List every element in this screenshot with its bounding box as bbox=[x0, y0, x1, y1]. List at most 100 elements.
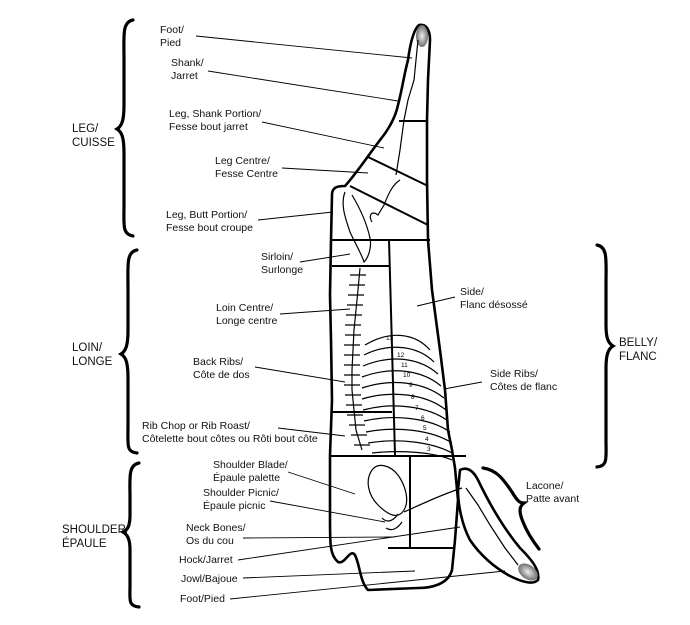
scapula bbox=[367, 464, 408, 517]
label-rib-chop-fr: Côtelette bout côtes ou Rôti bout côte bbox=[142, 433, 318, 445]
rib-number: 3 bbox=[427, 446, 431, 453]
label-back-ribs-fr: Côte de dos bbox=[193, 369, 250, 381]
label-shoulder-foot: Foot/Pied bbox=[180, 593, 225, 606]
label-leg-shank-en: Shank/ bbox=[171, 57, 204, 69]
leader-shoulder-picnic bbox=[269, 500, 386, 523]
rib-number: 4 bbox=[425, 436, 429, 443]
label-leg-butt-portion-en: Leg, Butt Portion/ bbox=[166, 209, 248, 221]
label-shoulder-foot-text: Foot/Pied bbox=[180, 593, 225, 605]
label-shoulder-picnic-en: Shoulder Picnic/ bbox=[203, 487, 279, 499]
div-leg-shank bbox=[367, 156, 429, 187]
label-loin-centre-fr: Longe centre bbox=[216, 315, 278, 327]
leader-leg-centre bbox=[281, 167, 369, 174]
group-shoulder-en: SHOULDER/ bbox=[62, 524, 130, 536]
label-loin-centre: Loin Centre/ Longe centre bbox=[216, 302, 277, 328]
label-lacone-en: Lacone/ bbox=[526, 480, 564, 492]
label-leg-shank-portion: Leg, Shank Portion/ Fesse bout jarret bbox=[169, 108, 261, 134]
label-sirloin: Sirloin/ Surlonge bbox=[261, 251, 303, 277]
rib-number: 10 bbox=[403, 372, 411, 379]
label-shoulder-blade-fr: Épaule palette bbox=[213, 472, 281, 484]
label-leg-centre-fr: Fesse Centre bbox=[215, 168, 279, 180]
label-neck-bones: Neck Bones/ Os du cou bbox=[186, 522, 246, 548]
label-rib-chop: Rib Chop or Rib Roast/ Côtelette bout cô… bbox=[142, 420, 318, 446]
div-leg-centre bbox=[349, 185, 429, 226]
label-lacone: Lacone/ Patte avant bbox=[526, 480, 579, 506]
label-sirloin-fr: Surlonge bbox=[261, 264, 304, 276]
leader-back-ribs bbox=[254, 366, 346, 383]
label-leg-foot: Foot/ Pied bbox=[160, 24, 184, 50]
label-hock-text: Hock/Jarret bbox=[179, 554, 233, 566]
label-side: Side/ Flanc désossé bbox=[460, 286, 528, 312]
group-label-leg: LEG/ CUISSE bbox=[72, 122, 115, 150]
rib-number: 12 bbox=[397, 352, 405, 359]
label-loin-centre-en: Loin Centre/ bbox=[216, 302, 274, 314]
carcass-outline bbox=[328, 23, 460, 592]
ribs bbox=[361, 334, 453, 461]
front-hoof bbox=[518, 563, 538, 581]
belly-bracket bbox=[595, 243, 617, 469]
label-leg-centre-en: Leg Centre/ bbox=[215, 155, 270, 167]
label-sirloin-en: Sirloin/ bbox=[261, 251, 294, 263]
group-loin-en: LOIN/ bbox=[72, 342, 103, 354]
leader-loin-centre bbox=[279, 308, 351, 315]
group-loin-fr: LONGE bbox=[72, 356, 113, 368]
label-side-ribs: Side Ribs/ Côtes de flanc bbox=[490, 368, 557, 394]
leader-hock bbox=[237, 526, 461, 561]
leader-jowl bbox=[242, 570, 416, 579]
rib-number: 6 bbox=[421, 415, 425, 422]
hind-leg-bones bbox=[369, 39, 419, 223]
label-leg-shank-portion-fr: Fesse bout jarret bbox=[169, 121, 248, 133]
leader-side-ribs bbox=[443, 381, 483, 390]
rib-number: 13 bbox=[386, 335, 394, 342]
label-jowl: Jowl/Bajoue bbox=[181, 573, 238, 586]
rib-number: 11 bbox=[401, 362, 408, 369]
label-hock: Hock/Jarret bbox=[179, 554, 233, 567]
lacone-bracket bbox=[481, 466, 541, 551]
leader-leg-shank bbox=[207, 70, 399, 102]
group-leg-en: LEG/ bbox=[72, 123, 99, 135]
label-side-fr: Flanc désossé bbox=[460, 299, 528, 311]
shoulder-bracket bbox=[119, 461, 141, 609]
leader-shoulder-foot bbox=[229, 570, 506, 600]
group-label-loin: LOIN/ LONGE bbox=[72, 341, 112, 369]
label-rib-chop-en: Rib Chop or Rib Roast/ bbox=[142, 420, 250, 432]
label-leg-shank-fr: Jarret bbox=[171, 70, 198, 82]
label-leg-foot-en: Foot/ bbox=[160, 24, 184, 36]
label-side-ribs-en: Side Ribs/ bbox=[490, 368, 538, 380]
label-leg-butt-portion-fr: Fesse bout croupe bbox=[166, 222, 253, 234]
spine bbox=[351, 267, 363, 451]
leader-sirloin bbox=[299, 253, 351, 263]
leader-lines bbox=[195, 35, 506, 600]
label-leg-foot-fr: Pied bbox=[160, 37, 182, 49]
vertebrae bbox=[344, 274, 370, 446]
leg-bracket bbox=[113, 18, 135, 238]
rib-number: 9 bbox=[409, 382, 413, 389]
label-back-ribs-en: Back Ribs/ bbox=[193, 356, 244, 368]
label-neck-bones-en: Neck Bones/ bbox=[186, 522, 246, 534]
label-shoulder-picnic: Shoulder Picnic/ Épaule picnic bbox=[203, 487, 279, 513]
leader-shoulder-blade bbox=[287, 471, 356, 495]
group-label-shoulder: SHOULDER/ ÉPAULE bbox=[62, 523, 129, 551]
rib-number: 8 bbox=[411, 394, 415, 401]
label-leg-centre: Leg Centre/ Fesse Centre bbox=[215, 155, 278, 181]
label-shoulder-picnic-fr: Épaule picnic bbox=[203, 500, 266, 512]
label-back-ribs: Back Ribs/ Côte de dos bbox=[193, 356, 250, 382]
group-leg-fr: CUISSE bbox=[72, 137, 115, 149]
neck-bones bbox=[381, 513, 403, 531]
label-leg-shank-portion-en: Leg, Shank Portion/ bbox=[169, 108, 262, 120]
rib-number: 5 bbox=[423, 425, 427, 432]
leader-rib-chop bbox=[277, 427, 346, 437]
leader-side bbox=[416, 296, 456, 307]
group-belly-fr: FLANC bbox=[619, 351, 657, 363]
label-shoulder-blade: Shoulder Blade/ Épaule palette bbox=[213, 459, 288, 485]
label-side-en: Side/ bbox=[460, 286, 484, 298]
label-lacone-fr: Patte avant bbox=[526, 493, 580, 505]
leader-neck-bones bbox=[242, 536, 396, 539]
label-neck-bones-fr: Os du cou bbox=[186, 535, 234, 547]
hind-hoof bbox=[416, 25, 428, 47]
lacone-outline bbox=[456, 467, 540, 584]
label-shoulder-blade-en: Shoulder Blade/ bbox=[213, 459, 288, 471]
group-label-belly: BELLY/ FLANC bbox=[619, 336, 657, 364]
group-shoulder-fr: ÉPAULE bbox=[62, 538, 107, 550]
